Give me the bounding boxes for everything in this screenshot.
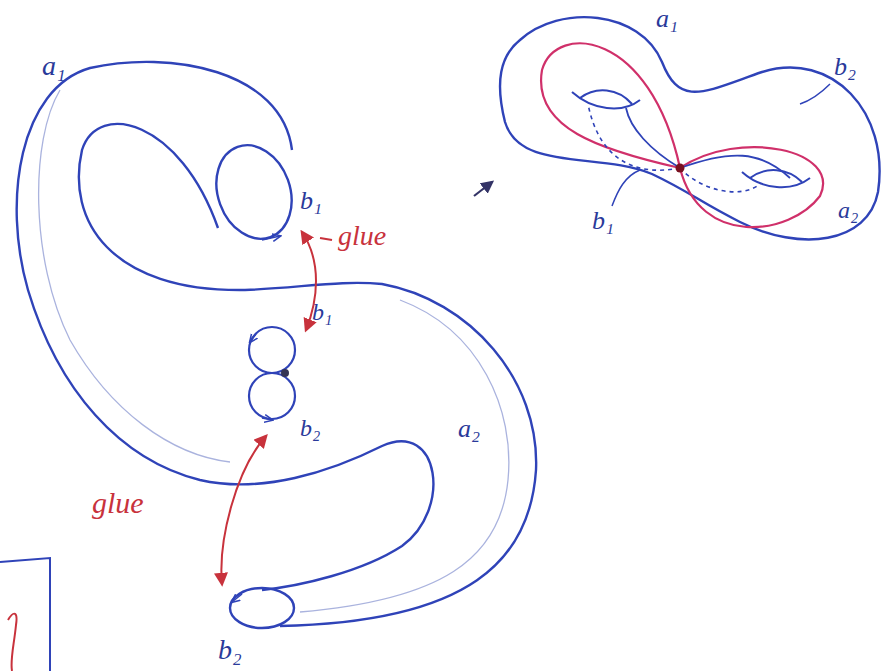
boundary-label: b₁ [312,300,332,324]
b-curve [626,108,680,168]
curve-label: a₂ [838,198,858,222]
b-curve [680,168,760,192]
curve-label: a₂ [458,416,480,442]
result-arrow [474,182,492,196]
orientation-arrow [262,418,272,420]
boundary-label: b₂ [300,416,320,440]
boundary-label: b₂ [218,636,242,664]
surface-outline [17,62,434,590]
handle-hole [750,170,802,182]
orientation-arrow [250,334,256,342]
handle-hole [580,90,632,104]
boundary-circle [249,327,295,373]
a-curve [541,43,823,227]
base-point [676,164,685,173]
leader-line [800,84,830,104]
boundary-label: b₁ [300,188,322,214]
frame-fragment [0,558,50,671]
surface-outline [500,17,880,239]
curve-label: a₁ [42,52,66,80]
handle-hole [572,92,640,108]
glue-leader [320,238,332,240]
orientation-arrow [262,236,280,240]
curve-label: b₁ [592,208,614,234]
glue-note: glue [338,222,386,250]
leader-line [612,170,640,206]
surface-outline [79,124,536,626]
b-curve [588,104,680,170]
curve-label: a₁ [656,6,678,32]
frame-fragment [8,614,17,671]
base-point [281,369,289,377]
curve-label: b₂ [834,54,856,80]
glue-note: glue [92,488,144,518]
boundary-circle [204,135,304,250]
shading-line [39,90,230,462]
orientation-arrow [232,594,242,602]
boundary-circle [230,588,294,628]
boundary-circle [249,373,295,419]
b-curve [680,156,790,178]
shading-line [300,300,509,612]
glue-arrow [221,436,266,584]
